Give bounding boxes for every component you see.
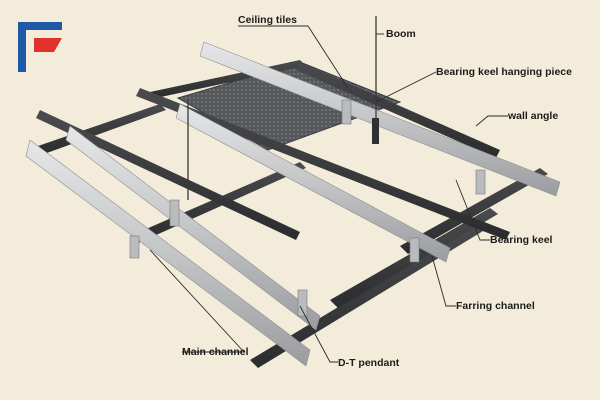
leader-wall-angle — [475, 115, 508, 127]
label-bearing-keel-hanging-piece: Bearing keel hanging piece — [436, 66, 572, 78]
label-wall-angle: wall angle — [507, 110, 558, 122]
hanging-piece — [129, 235, 140, 259]
label-ceiling-tiles: Ceiling tiles — [238, 14, 297, 26]
bearing-keel-bar — [175, 103, 451, 263]
wall-angle-bar — [199, 41, 561, 197]
hanging-piece — [475, 169, 486, 195]
labels: Ceiling tiles Boom Bearing keel hanging … — [182, 14, 572, 369]
hanging-piece — [409, 237, 420, 263]
label-bearing-keel: Bearing keel — [490, 234, 553, 246]
label-boom: Boom — [386, 28, 416, 40]
label-main-channel: Main channel — [182, 346, 249, 358]
boom-bracket — [372, 118, 379, 144]
pendants — [129, 99, 486, 317]
logo-red-shape — [34, 38, 62, 52]
hanging-piece — [341, 99, 352, 125]
label-farring-channel: Farring channel — [456, 300, 535, 312]
bearing-keel-bar — [25, 139, 311, 367]
label-dt-pendant: D-T pendant — [338, 357, 400, 369]
main-channel-bar — [250, 222, 488, 368]
leader-hanging-piece — [375, 71, 437, 103]
dt-pendant-piece — [297, 289, 308, 317]
leader-ceiling-tiles — [238, 25, 349, 89]
leader-main-channel — [149, 249, 246, 353]
brand-logo — [18, 22, 62, 72]
leader-bearing-keel — [455, 179, 490, 241]
logo-blue-shape — [18, 22, 62, 72]
main-channel-bar — [400, 168, 548, 254]
leader-dt-pendant — [299, 305, 338, 363]
bearing-keel-bar — [65, 125, 321, 331]
leader-lines — [149, 25, 508, 363]
farring-channel-bar — [136, 88, 510, 240]
farring-channel-bar — [36, 110, 300, 240]
leader-farring-channel — [431, 255, 456, 307]
bearing-keels — [25, 41, 561, 367]
dt-pendant-piece — [169, 199, 180, 227]
